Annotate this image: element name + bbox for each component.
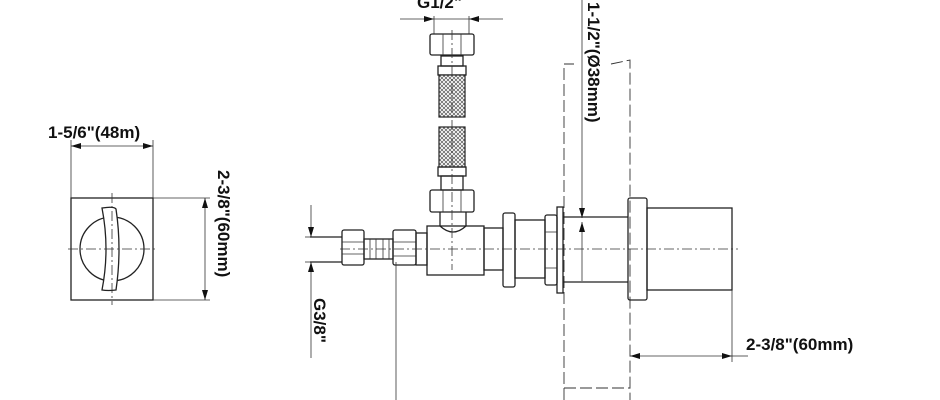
front-view: 1-5/6"(48m) 2-3/8"(60mm) [48, 123, 233, 305]
inlet-thread-label: G3/8" [310, 298, 329, 343]
side-view: G1/2" [305, 0, 853, 400]
inlet-connector [310, 229, 428, 266]
front-height-label: 2-3/8"(60mm) [214, 170, 233, 277]
front-width-label: 1-5/6"(48m) [48, 123, 140, 142]
cover-depth-label: 2-3/8"(60mm) [746, 335, 853, 354]
wall-hole-label: 1-1/2"(Ø38mm) [584, 2, 603, 123]
wall-outline [563, 59, 631, 400]
hose-thread-label: G1/2" [417, 0, 462, 12]
valve-body [426, 225, 485, 276]
braided-hose [429, 30, 475, 270]
